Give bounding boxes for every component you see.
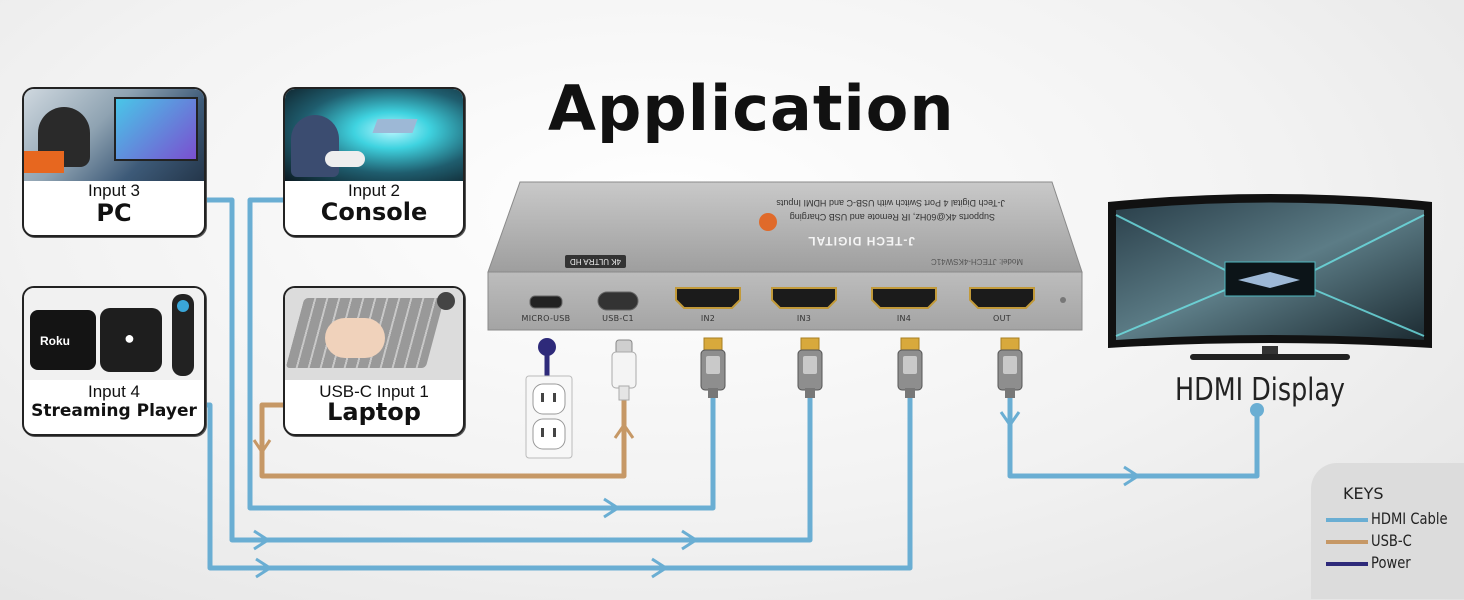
apple-icon: ● (124, 328, 135, 348)
roku-logo: Roku (40, 334, 70, 348)
uhd-badge: 4K ULTRA HD (565, 255, 626, 268)
streaming-input-label: Input 4 (88, 382, 140, 401)
port-label-in2: IN2 (700, 314, 716, 323)
key-label-usbc: USB-C (1371, 531, 1412, 550)
cable-console-to-in2 (247, 197, 716, 511)
key-label-hdmi: HDMI Cable (1371, 509, 1448, 528)
usbc-arrow (613, 422, 635, 439)
model-number: Model: JTECH-4KSW41C (930, 257, 1023, 266)
device-card-streaming-player: Roku ● Input 4 Streaming Player (22, 286, 206, 436)
device-card-console: Input 2 Console (283, 87, 465, 237)
pc-gaming-photo (24, 89, 204, 181)
laptop-name: Laptop (327, 398, 421, 426)
cable-pc-to-in3 (204, 197, 813, 543)
hdmi-arrows (253, 411, 1141, 579)
usbc-cable-swatch (1326, 540, 1368, 544)
brand-name: J-TECH DIGITAL (807, 234, 915, 248)
port-label-usb-c1: USB-C1 (602, 314, 634, 323)
port-label-in3: IN3 (796, 314, 812, 323)
laptop-photo (285, 288, 463, 380)
key-label-power: Power (1371, 553, 1411, 572)
streaming-name: Streaming Player (31, 401, 197, 421)
wall-outlet-icon (525, 375, 573, 459)
streaming-devices-photo: Roku ● (24, 288, 204, 380)
port-label-micro-usb: MICRO-USB (521, 314, 571, 323)
console-gaming-photo (285, 89, 463, 181)
display-cable-end (1250, 403, 1264, 417)
port-label-out: OUT (993, 314, 1011, 323)
port-label-in4: IN4 (896, 314, 912, 323)
device-card-laptop: USB-C Input 1 Laptop (283, 286, 465, 436)
cable-out-to-display (1007, 395, 1260, 479)
switch-description-2: Supports 4K@60Hz, IR Remote and USB Char… (789, 212, 995, 222)
page-title: Application (548, 72, 955, 145)
hdmi-display-label: HDMI Display (1175, 372, 1345, 408)
laptop-input-label: USB-C Input 1 (319, 382, 429, 401)
usbc-arrow-down (252, 439, 272, 455)
keys-title: KEYS (1343, 484, 1384, 503)
switch-description-1: J-Tech Digital 4 Port Switch with USB-C … (776, 198, 1005, 208)
hdmi-cable-swatch (1326, 518, 1368, 522)
console-input-label: Input 2 (348, 181, 400, 200)
hdmi-cables (204, 197, 1260, 571)
pc-input-label: Input 3 (88, 181, 140, 200)
power-cable-swatch (1326, 562, 1368, 566)
keys-legend (1311, 463, 1464, 599)
power-plug-icon (538, 338, 556, 356)
device-card-pc: Input 3 PC (22, 87, 206, 237)
console-name: Console (320, 198, 428, 226)
cable-laptop-to-usbc (259, 398, 627, 479)
cable-streaming-to-in4 (204, 395, 913, 571)
hdmi-display-monitor (1108, 194, 1432, 360)
usbc-connector-icon (611, 339, 637, 401)
brand-logo-icon (759, 213, 777, 231)
pc-name: PC (96, 199, 132, 227)
hdmi-connector-icons (700, 337, 1023, 398)
hdmi-switch-device (487, 181, 1083, 331)
